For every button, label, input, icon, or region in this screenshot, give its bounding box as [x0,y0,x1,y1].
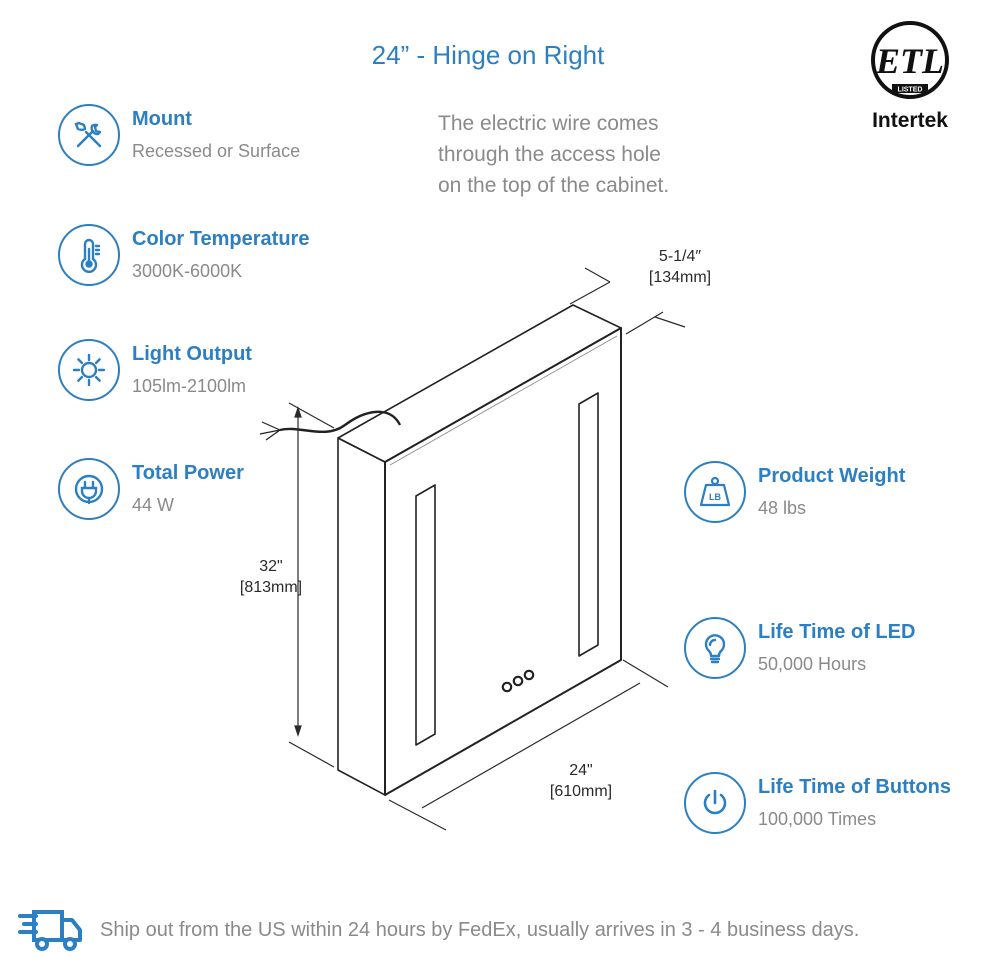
width-metric: [610mm] [549,783,613,800]
height-metric: [813mm] [239,579,303,596]
touch-button-1 [501,681,513,693]
feature-total-power: Total Power 44 W [58,458,244,520]
intertek-brand: Intertek [872,109,948,132]
depth-dimension-line [569,267,686,335]
bulb-icon [684,617,746,679]
wire-note-line-1: The electric wire comes [438,112,659,135]
feature-value: 44 W [132,495,175,515]
width-imperial: 24" [569,762,593,779]
feature-label: Total Power [132,462,244,484]
tools-icon [58,104,120,166]
etl-mark-text: ETL [875,41,944,81]
feature-value: 50,000 Hours [758,654,867,674]
feature-value: Recessed or Surface [132,141,301,161]
feature-label: Light Output [132,343,252,365]
shipping-info: Ship out from the US within 24 hours by … [18,908,859,952]
feature-label: Color Temperature [132,228,310,250]
feature-light-output: Light Output 105lm-2100lm [58,339,252,401]
led-strip-right [578,392,599,657]
plug-icon [58,458,120,520]
led-strip-left [415,484,436,746]
width-dimension-label: 24" [610mm] [536,760,626,802]
feature-label: Life Time of LED [758,621,916,643]
etl-listed-text: LISTED [898,87,923,94]
power-wire [279,410,402,434]
page-title: 24” - Hinge on Right [371,40,605,70]
feature-label: Mount [132,108,192,130]
depth-dimension-label: 5-1/4″ [134mm] [632,246,728,288]
wire-note-line-3: on the top of the cabinet. [438,174,670,197]
feature-value: 48 lbs [758,498,807,518]
weight-icon: LB [684,461,746,523]
feature-mount: Mount Recessed or Surface [58,104,300,166]
wire-note-line-2: through the access hole [438,143,661,166]
sun-icon [58,339,120,401]
touch-button-3 [523,669,535,681]
feature-label: Life Time of Buttons [758,776,951,798]
feature-led-lifetime: Life Time of LED 50,000 Hours [684,617,915,679]
feature-color-temperature: Color Temperature 3000K-6000K [58,224,309,286]
feature-button-lifetime: Life Time of Buttons 100,000 Times [684,772,951,834]
etl-intertek-logo: ETL LISTED Intertek [860,18,960,133]
depth-imperial: 5-1/4″ [658,248,702,265]
depth-metric: [134mm] [648,269,712,286]
width-dimension-line [421,682,641,809]
height-imperial: 32" [259,558,283,575]
power-icon [684,772,746,834]
cabinet-side-panel [337,437,386,796]
touch-button-2 [512,675,524,687]
feature-value: 3000K-6000K [132,261,243,281]
etl-listed-mark: ETL LISTED [871,21,949,99]
feature-value: 105lm-2100lm [132,376,247,396]
cabinet-front-door [384,327,622,796]
feature-value: 100,000 Times [758,809,877,829]
feature-product-weight: LB Product Weight 48 lbs [684,461,905,523]
wire-note: The electric wire comes through the acce… [438,108,728,201]
shipping-text: Ship out from the US within 24 hours by … [100,918,860,941]
height-dimension-label: 32" [813mm] [236,556,306,598]
delivery-truck-icon [18,910,82,951]
feature-label: Product Weight [758,465,906,487]
weight-badge-text: LB [709,492,721,502]
thermometer-icon [58,224,120,286]
